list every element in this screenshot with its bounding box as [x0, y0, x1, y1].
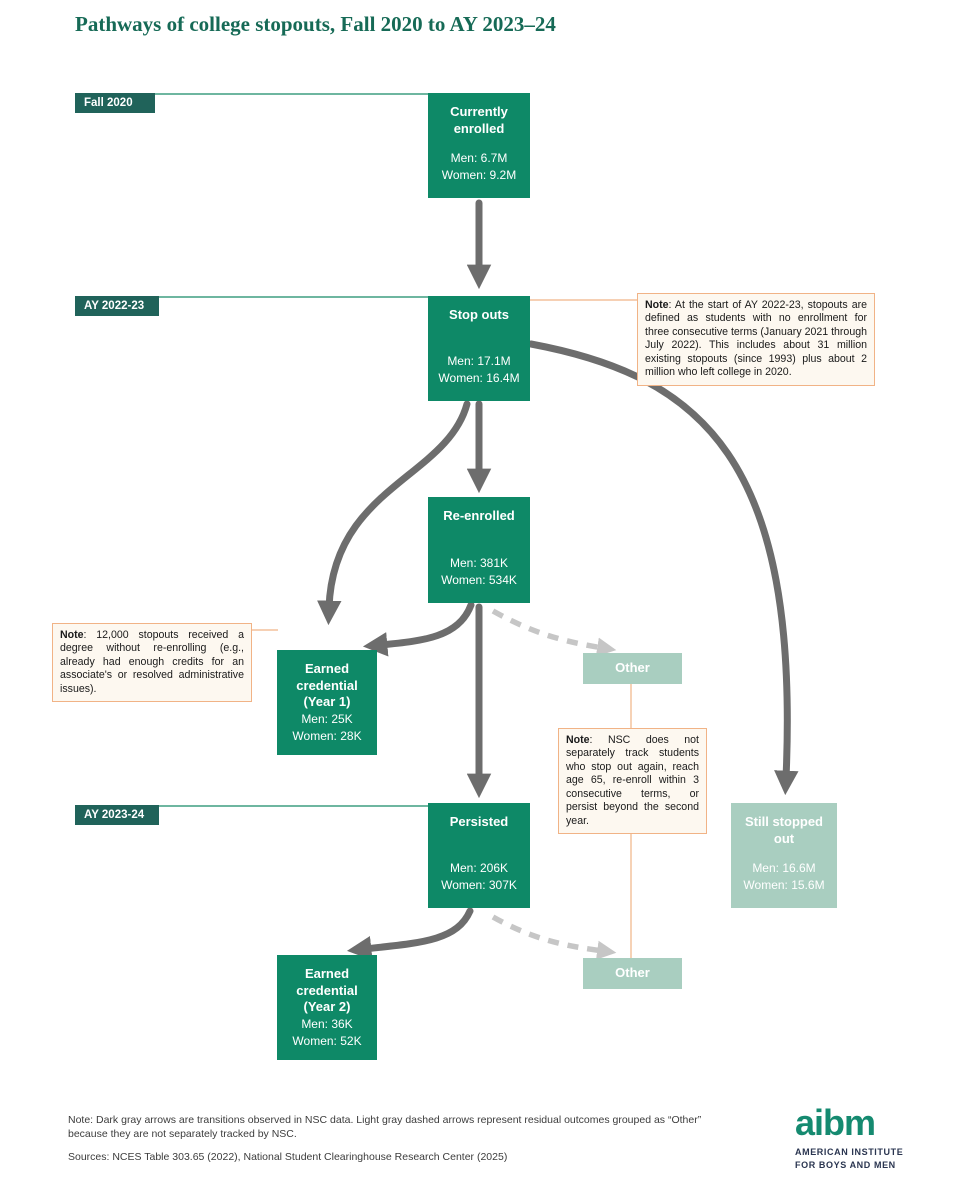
node-earned-credential-year-2: Earned credential (Year 2) Men: 36K Wome… — [277, 955, 377, 1060]
stat-men: Men: 17.1M — [447, 354, 511, 369]
logo-tagline-line1: AMERICAN INSTITUTE — [795, 1147, 904, 1157]
stat-women: Women: 9.2M — [441, 168, 517, 183]
period-label-ay-2022-23: AY 2022-23 — [75, 296, 159, 316]
stat-women: Women: 307K — [441, 878, 517, 893]
stat-women: Women: 52K — [292, 1033, 362, 1048]
footer-sources: Sources: NCES Table 303.65 (2022), Natio… — [68, 1151, 508, 1163]
footer-note: Note: Dark gray arrows are transitions o… — [68, 1114, 702, 1141]
note-label: Note — [645, 299, 669, 311]
arrow-reenrolled-to-credential-y1 — [362, 601, 475, 657]
note-text: : 12,000 stopouts received a degree with… — [60, 629, 244, 695]
note-text: : NSC does not separately track students… — [566, 734, 699, 827]
node-re-enrolled: Re-enrolled Men: 381K Women: 534K — [428, 497, 530, 603]
period-label-text: AY 2022-23 — [84, 300, 145, 312]
node-title: Earned credential (Year 2) — [296, 966, 358, 1015]
node-stats: Men: 36K Women: 52K — [292, 1016, 361, 1050]
node-title: Other — [615, 660, 650, 676]
node-title: Currently enrolled — [450, 104, 508, 136]
note-label: Note — [60, 629, 84, 641]
note-text: : At the start of AY 2022-23, stopouts a… — [645, 299, 868, 379]
arrow-persisted-to-credential-y2 — [346, 907, 474, 961]
node-earned-credential-year-1: Earned credential (Year 1) Men: 25K Wome… — [277, 650, 377, 755]
stat-women: Women: 28K — [292, 728, 362, 743]
note-degree-without-reenrolling: Note: 12,000 stopouts received a degree … — [52, 623, 252, 703]
arrow-reenrolled-to-other-1 — [491, 608, 617, 657]
period-label-text: AY 2023-24 — [84, 809, 145, 821]
stat-men: Men: 36K — [301, 1016, 353, 1031]
stat-men: Men: 25K — [301, 711, 353, 726]
arrow-stopouts-to-still-stopped-out — [527, 340, 799, 796]
arrow-stopouts-to-credential-y1 — [317, 400, 471, 626]
node-stats: Men: 206K Women: 307K — [441, 860, 517, 894]
stat-men: Men: 6.7M — [450, 151, 508, 166]
node-stats: Men: 17.1M Women: 16.4M — [438, 353, 519, 387]
arrow-persisted-to-other-2 — [491, 914, 617, 960]
node-stats: Men: 381K Women: 534K — [441, 555, 517, 589]
logo-tagline: AMERICAN INSTITUTE FOR BOYS AND MEN — [795, 1146, 903, 1171]
node-stats: Men: 6.7M Women: 9.2M — [442, 150, 516, 184]
stat-men: Men: 16.6M — [752, 861, 816, 876]
period-label-fall-2020: Fall 2020 — [75, 93, 155, 113]
logo-tagline-line2: FOR BOYS AND MEN — [795, 1159, 896, 1170]
node-other-2: Other — [583, 958, 682, 989]
node-stop-outs: Stop outs Men: 17.1M Women: 16.4M — [428, 296, 530, 401]
node-title: Earned credential (Year 1) — [296, 661, 358, 710]
node-title: Still stopped out — [745, 814, 823, 846]
node-currently-enrolled: Currently enrolled Men: 6.7M Women: 9.2M — [428, 93, 530, 198]
stat-men: Men: 381K — [449, 556, 509, 571]
stat-men: Men: 206K — [449, 861, 509, 876]
node-title: Persisted — [449, 814, 509, 829]
stat-women: Women: 16.4M — [438, 371, 520, 386]
note-stopouts-definition: Note: At the start of AY 2022-23, stopou… — [637, 293, 875, 386]
logo-wordmark: aibm — [795, 1102, 876, 1143]
node-title: Re-enrolled — [443, 508, 515, 523]
stat-women: Women: 15.6M — [743, 878, 825, 893]
aibm-logo: aibm AMERICAN INSTITUTE FOR BOYS AND MEN — [795, 1105, 903, 1171]
node-title: Stop outs — [449, 307, 509, 322]
note-label: Note — [566, 734, 590, 746]
node-title: Other — [615, 965, 650, 981]
period-label-ay-2023-24: AY 2023-24 — [75, 805, 159, 825]
note-nsc-tracking: Note: NSC does not separately track stud… — [558, 728, 707, 835]
period-label-text: Fall 2020 — [84, 97, 133, 109]
node-stats: Men: 25K Women: 28K — [292, 711, 361, 745]
node-stats: Men: 16.6M Women: 15.6M — [743, 860, 824, 894]
node-other-1: Other — [583, 653, 682, 684]
node-still-stopped-out: Still stopped out Men: 16.6M Women: 15.6… — [731, 803, 837, 908]
node-persisted: Persisted Men: 206K Women: 307K — [428, 803, 530, 908]
page-title: Pathways of college stopouts, Fall 2020 … — [75, 12, 556, 36]
stat-women: Women: 534K — [441, 573, 517, 588]
